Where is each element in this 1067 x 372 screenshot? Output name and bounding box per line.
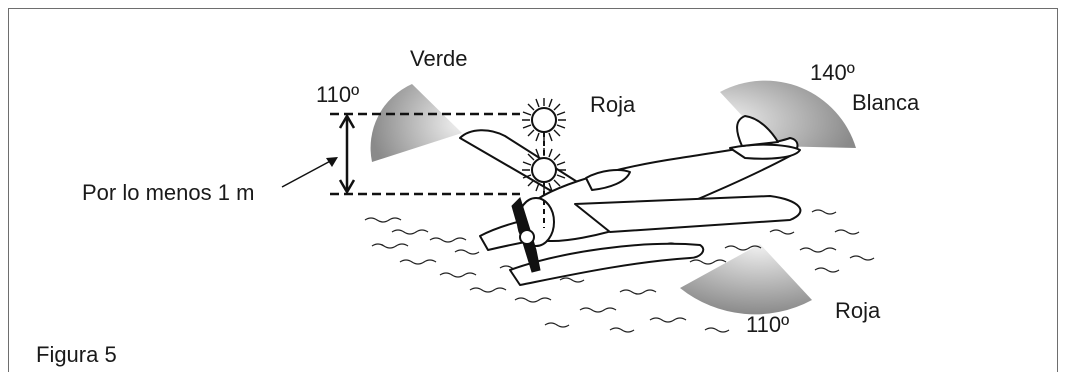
leader-arrowhead [326, 157, 338, 167]
propeller-icon [511, 197, 541, 273]
green-light-sector [370, 84, 462, 162]
label-blanca-angle: 140º [810, 60, 855, 85]
white-light-sector [720, 80, 856, 148]
label-roja-bottom-angle: 110º [746, 312, 789, 337]
label-verde: Verde [410, 46, 468, 71]
label-blanca: Blanca [852, 90, 920, 115]
figure-caption: Figura 5 [36, 342, 117, 367]
label-verde-angle: 110º [316, 82, 359, 107]
seaplane-icon [459, 115, 802, 286]
water-waves [364, 209, 875, 333]
figure-frame [8, 8, 1058, 372]
red-light-sector [680, 244, 812, 315]
label-separation: Por lo menos 1 m [82, 180, 254, 205]
label-roja-top: Roja [590, 92, 636, 117]
separation-leader-line [281, 157, 337, 188]
separation-dimension-arrow [338, 113, 356, 195]
light-burst-icon [522, 98, 566, 192]
label-roja-bottom: Roja [835, 298, 881, 323]
